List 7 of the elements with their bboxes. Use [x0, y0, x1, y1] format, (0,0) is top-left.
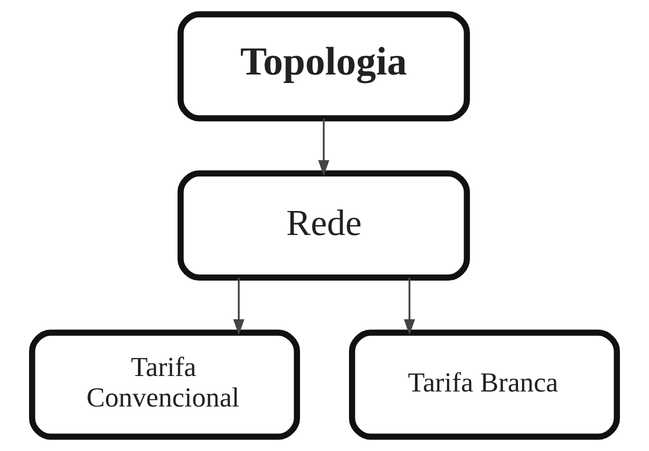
arrow [233, 278, 244, 336]
node-box: Tarifa Convencional [29, 330, 300, 440]
node-box: Topologia [178, 11, 470, 122]
node-box: Tarifa Branca [349, 330, 620, 440]
node-box: Rede [178, 170, 470, 281]
arrow [318, 118, 330, 176]
arrow [404, 278, 416, 336]
